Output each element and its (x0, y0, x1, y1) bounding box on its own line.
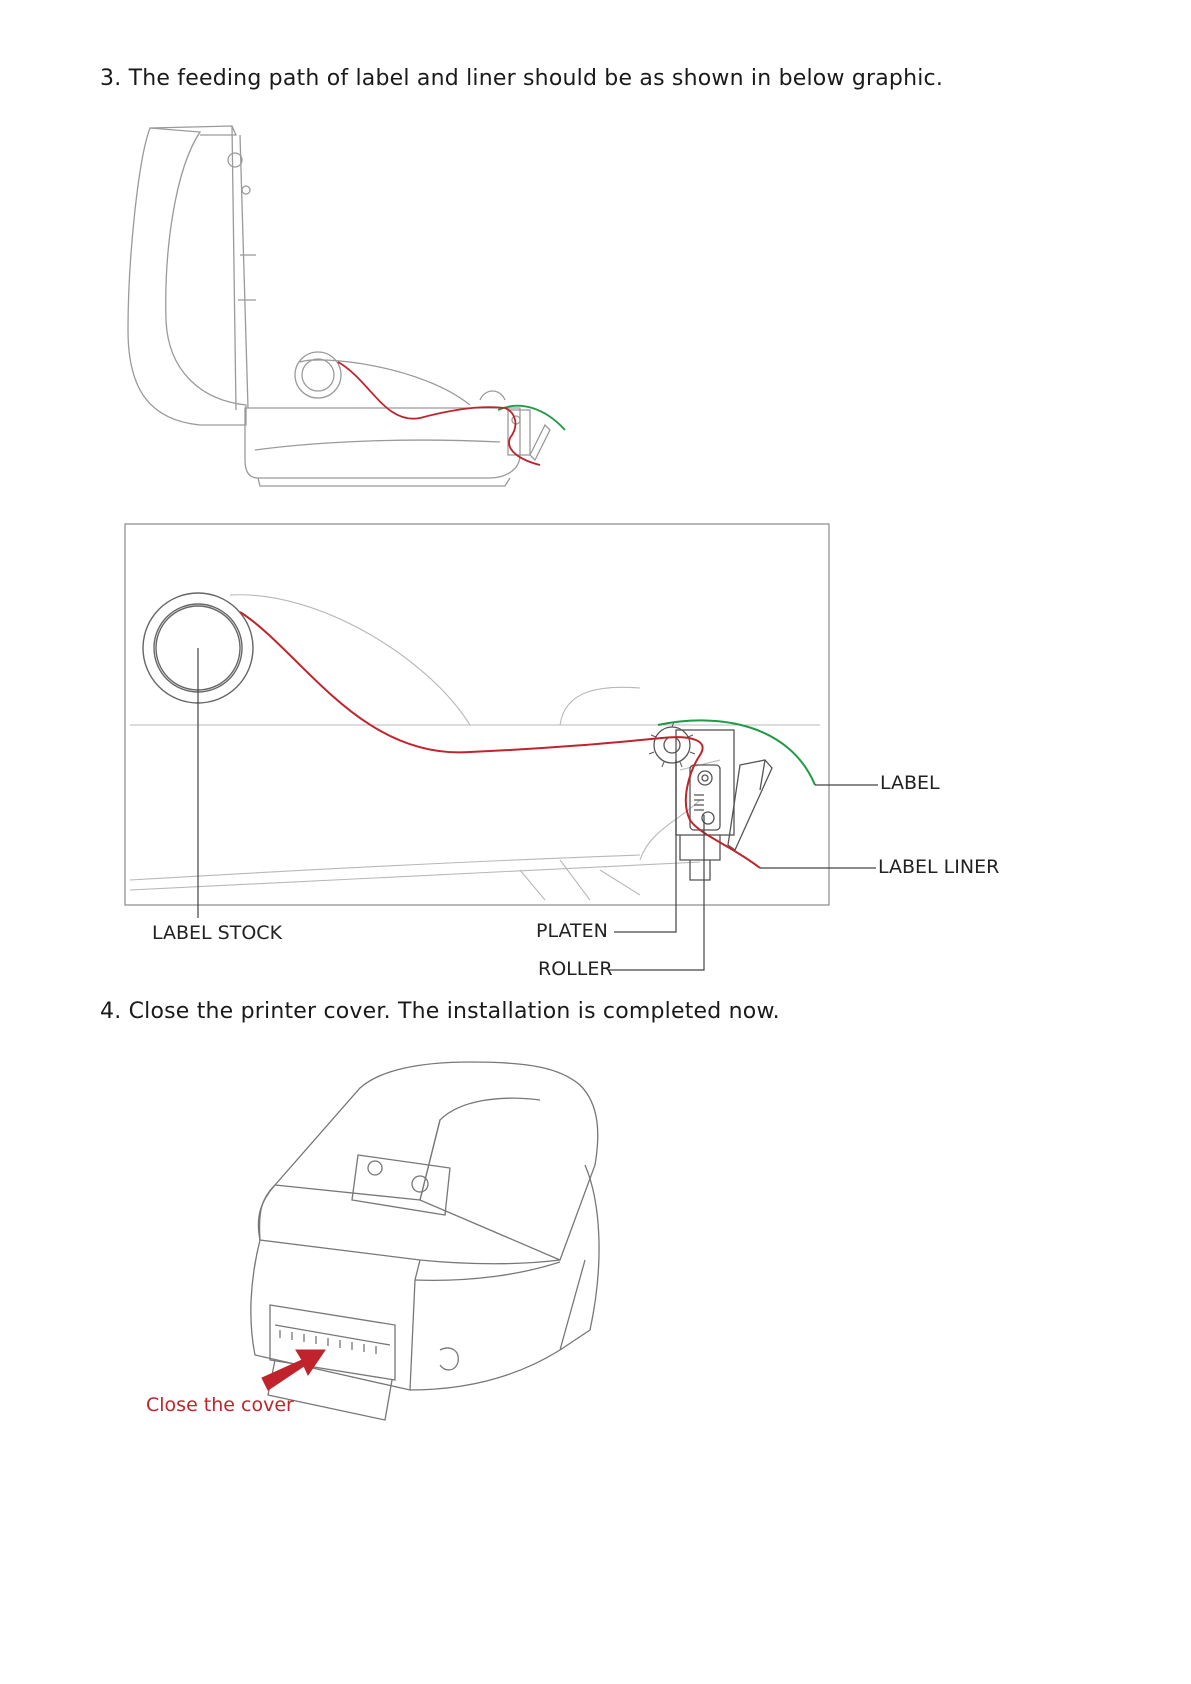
close-cover-arrow (262, 1350, 325, 1390)
close-cover-caption: Close the cover (146, 1394, 294, 1416)
